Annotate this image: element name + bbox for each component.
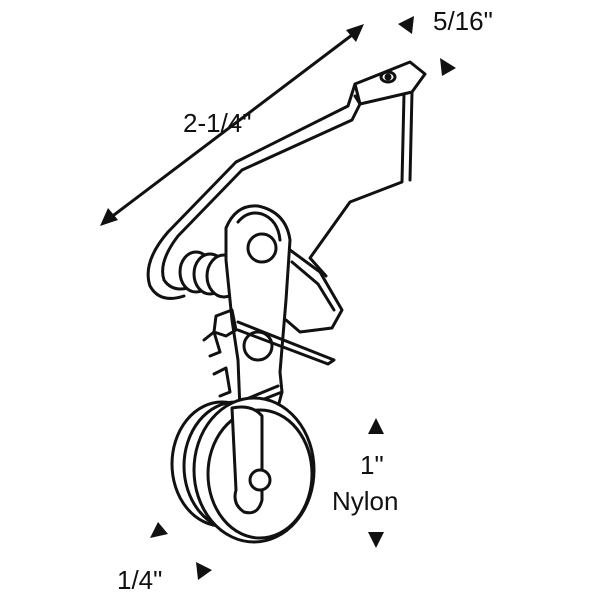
wheel-width-label: 1/4" [117,565,163,595]
wheel-diameter-label: 1" [360,450,384,480]
mounting-bracket [146,60,427,300]
length-dimension-arrow [100,24,364,226]
rivet-top [246,232,278,264]
bracket-length-label: 2-1/4" [183,108,252,138]
cam-plate [284,248,344,334]
wheel-width-arrows [150,522,212,580]
tab-width-arrows [398,16,456,76]
spring-clip [202,308,336,398]
diameter-dimension-arrows [368,418,384,548]
nylon-wheel [170,396,316,544]
wheel-material-label: Nylon [332,486,399,516]
tab-width-label: 5/16" [433,6,493,36]
